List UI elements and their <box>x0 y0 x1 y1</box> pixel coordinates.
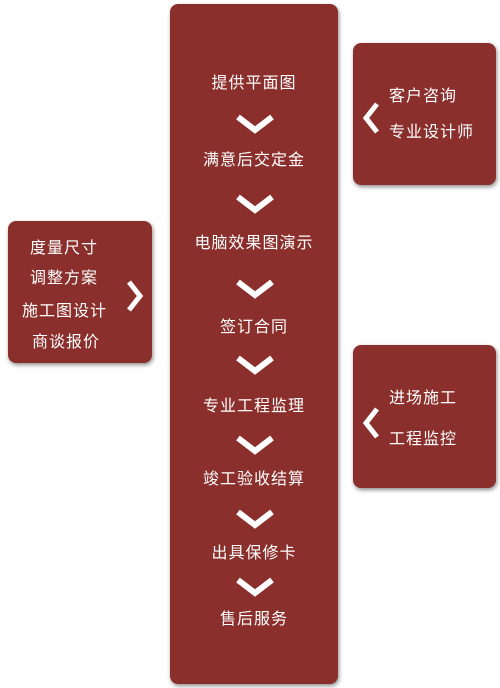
step-7: 出具保修卡 <box>211 543 297 562</box>
left-box-line: 调整方案 <box>30 268 99 287</box>
step-4: 签订合同 <box>219 317 288 336</box>
step-2: 满意后交定金 <box>202 150 305 169</box>
left-box-line: 度量尺寸 <box>30 238 99 257</box>
chevron-left-icon <box>362 101 380 135</box>
right-bottom-line: 工程监控 <box>389 429 458 448</box>
right-bottom-line: 进场施工 <box>389 388 458 407</box>
step-8: 售后服务 <box>219 609 288 628</box>
chevron-left-icon <box>362 406 380 440</box>
chevron-down-icon <box>234 279 276 299</box>
step-6: 竣工验收结算 <box>202 469 305 488</box>
right-top-line: 客户咨询 <box>389 86 458 105</box>
chevron-down-icon <box>234 577 276 597</box>
chevron-down-icon <box>234 194 276 214</box>
chevron-down-icon <box>234 355 276 375</box>
step-1: 提供平面图 <box>211 73 297 92</box>
left-box-line: 施工图设计 <box>22 301 108 320</box>
chevron-down-icon <box>234 509 276 529</box>
main-process-panel: 提供平面图 满意后交定金 电脑效果图演示 签订合同 专业工程监理 竣工验收结算 … <box>170 4 338 684</box>
right-top-info-box: 客户咨询 专业设计师 <box>353 43 496 185</box>
right-bottom-info-box: 进场施工 工程监控 <box>353 345 496 488</box>
chevron-down-icon <box>234 114 276 134</box>
chevron-right-icon <box>126 279 144 313</box>
left-box-line: 商谈报价 <box>32 332 101 351</box>
step-5: 专业工程监理 <box>202 396 305 415</box>
right-top-line: 专业设计师 <box>389 122 475 141</box>
chevron-down-icon <box>234 435 276 455</box>
left-info-box: 度量尺寸 调整方案 施工图设计 商谈报价 <box>8 221 152 363</box>
step-3: 电脑效果图演示 <box>194 233 314 252</box>
